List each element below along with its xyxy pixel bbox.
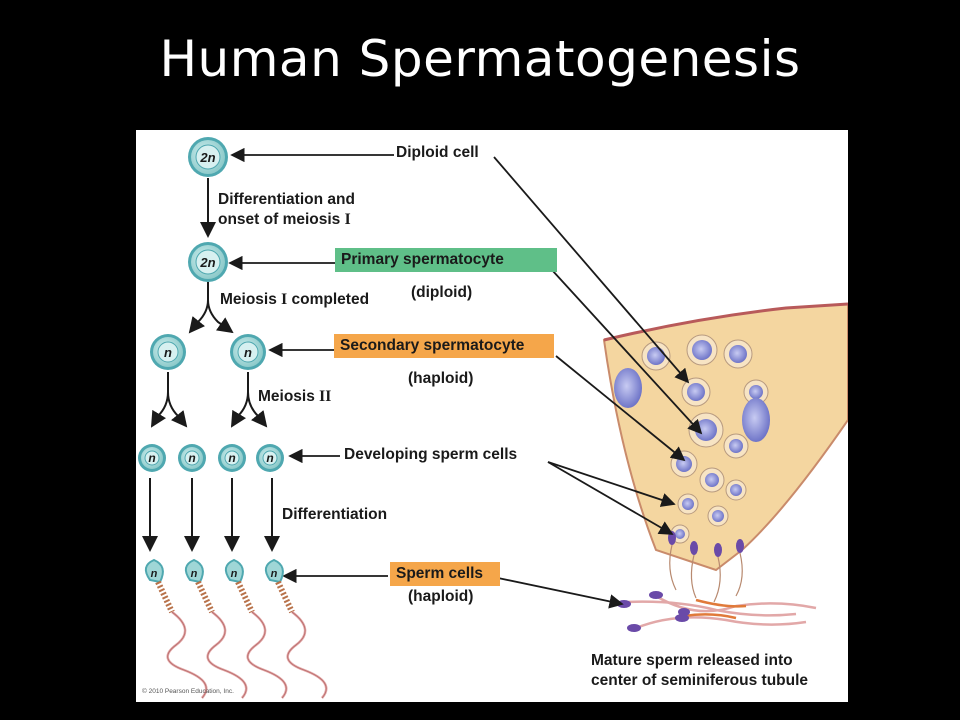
label-differentiation: Differentiation bbox=[282, 506, 388, 523]
cell-secondary-right bbox=[230, 334, 266, 370]
spermatogenesis-diagram: 2n 2n n n n n n n n n n n Diploid cell D… bbox=[136, 130, 848, 702]
label-differentiation-onset-1: Differentiation and bbox=[218, 191, 355, 208]
ploidy-2n-primary: 2n bbox=[199, 255, 215, 270]
ploidy-n-sperm-1: n bbox=[151, 568, 158, 580]
pathway-arrows bbox=[142, 178, 280, 552]
label-meiosis-one-completed: Meiosis I completed bbox=[220, 291, 370, 308]
label-sperm-cells: Sperm cells bbox=[390, 562, 500, 586]
label-secondary-spermatocyte: Secondary spermatocyte bbox=[334, 334, 554, 358]
sperm-cells-illustration bbox=[144, 558, 328, 699]
ploidy-n-dev-4: n bbox=[266, 451, 273, 465]
ploidy-n-dev-1: n bbox=[148, 451, 155, 465]
ploidy-n-sperm-3: n bbox=[231, 568, 238, 580]
label-sperm-haploid: (haploid) bbox=[408, 588, 474, 605]
label-secondary-haploid: (haploid) bbox=[408, 370, 474, 387]
label-differentiation-onset-2: onset of meiosis I bbox=[218, 211, 351, 228]
cell-diploid-top bbox=[188, 137, 228, 177]
cells-developing-sperm bbox=[138, 444, 284, 472]
label-diploid-cell: Diploid cell bbox=[396, 144, 479, 161]
label-developing-sperm-cells: Developing sperm cells bbox=[344, 446, 518, 463]
copyright-notice: © 2010 Pearson Education, Inc. bbox=[142, 688, 234, 695]
ploidy-2n-top: 2n bbox=[199, 150, 215, 165]
ploidy-n-dev-2: n bbox=[188, 451, 195, 465]
cell-secondary-left bbox=[150, 334, 186, 370]
label-meiosis-two: Meiosis II bbox=[258, 388, 332, 405]
ploidy-n-secondary-right: n bbox=[244, 345, 252, 360]
ploidy-n-dev-3: n bbox=[228, 451, 235, 465]
label-primary-diploid: (diploid) bbox=[411, 284, 473, 301]
ploidy-n-secondary-left: n bbox=[164, 345, 172, 360]
diagram-graphics: 2n 2n n n n n n n n n n n bbox=[138, 137, 848, 699]
cell-primary-spermatocyte bbox=[188, 242, 228, 282]
label-primary-spermatocyte: Primary spermatocyte bbox=[335, 248, 557, 272]
slide-title: Human Spermatogenesis bbox=[159, 30, 801, 88]
ploidy-n-sperm-4: n bbox=[271, 568, 278, 580]
seminiferous-tubule-section bbox=[602, 302, 848, 632]
cell-ploidy-labels: 2n 2n n n n n n n n n n n bbox=[148, 150, 277, 580]
label-pointer-arrows bbox=[228, 147, 703, 609]
label-mature-sperm-2: center of seminiferous tubule bbox=[591, 672, 809, 689]
label-mature-sperm-1: Mature sperm released into bbox=[591, 652, 793, 669]
ploidy-n-sperm-2: n bbox=[191, 568, 198, 580]
